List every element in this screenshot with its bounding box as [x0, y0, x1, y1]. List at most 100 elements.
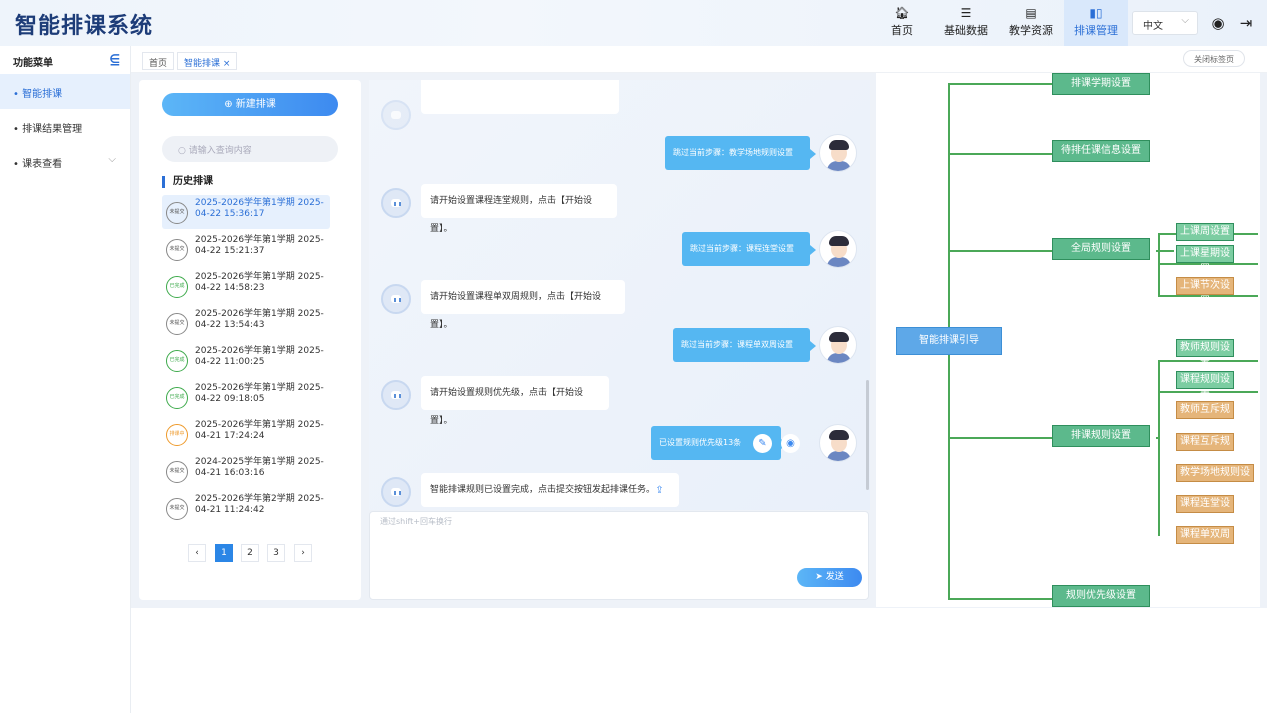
message-text: 跳过当前步骤：教学场地规则设置: [673, 148, 793, 157]
nav-label: 首页: [891, 24, 913, 37]
user-avatar: [819, 326, 857, 364]
status-badge: 未提交: [166, 202, 188, 224]
mindmap-leaf[interactable]: 教师规则设置: [1176, 339, 1234, 369]
language-value: 中文: [1143, 21, 1163, 32]
mindmap-leaf[interactable]: 上课星期设置: [1176, 245, 1234, 275]
status-badge: 已完成: [166, 350, 188, 372]
sidebar-item-result-management[interactable]: • 排课结果管理: [0, 109, 130, 144]
chat-bubble-partial: [421, 80, 619, 114]
mindmap-leaf[interactable]: 课程规则设置: [1176, 371, 1234, 401]
history-item[interactable]: 未提交 2025-2026学年第1学期 2025-04-22 15:21:37: [162, 232, 330, 266]
user-message: 跳过当前步骤：教学场地规则设置: [665, 136, 816, 170]
message-text: 跳过当前步骤：课程连堂设置: [690, 244, 794, 253]
mindmap-leaf[interactable]: 教师互斥规则: [1176, 401, 1234, 431]
send-button[interactable]: ➤ 发送: [797, 568, 862, 587]
bot-avatar-partial: [381, 100, 411, 130]
chat-area: 跳过当前步骤：教学场地规则设置请开始设置课程连堂规则，点击【开始设置】。跳过当前…: [369, 80, 870, 510]
user-message: 跳过当前步骤：课程单双周设置: [673, 328, 816, 362]
nav-label: 教学资源: [1009, 24, 1053, 37]
history-item-text: 2025-2026学年第1学期 2025-04-22 13:54:43: [195, 309, 324, 330]
bot-avatar: [381, 380, 411, 410]
mindmap-leaf[interactable]: 课程连堂设置: [1176, 495, 1234, 525]
user-avatar: [819, 424, 857, 462]
mindmap-root[interactable]: 智能排课引导: [896, 327, 1002, 355]
message-text: 请开始设置课程连堂规则，点击【开始设置】。: [430, 196, 593, 234]
mindmap-leaf[interactable]: 教学场地规则设置: [1176, 464, 1254, 494]
status-badge: 未提交: [166, 313, 188, 335]
send-label: 发送: [825, 572, 844, 582]
close-tabs-button[interactable]: 关闭标签页: [1183, 50, 1245, 67]
sidebar-item-timetable-view[interactable]: • 课表查看⌵: [0, 144, 130, 179]
mindmap-branch[interactable]: 规则优先级设置: [1052, 585, 1150, 607]
chevron-down-icon: ⌵: [1181, 15, 1189, 26]
chat-input[interactable]: 通过shift+回车换行: [369, 511, 869, 600]
nav-schedule-management[interactable]: ▮▯排课管理: [1064, 0, 1128, 46]
next-page-button[interactable]: ›: [294, 544, 312, 562]
message-text: 跳过当前步骤：课程单双周设置: [681, 340, 793, 349]
nav-home[interactable]: 🏠︎ 首页: [884, 0, 920, 46]
chat-scrollbar[interactable]: [866, 380, 869, 490]
history-item-text: 2025-2026学年第1学期 2025-04-22 14:58:23: [195, 272, 324, 293]
history-item-text: 2025-2026学年第1学期 2025-04-21 17:24:24: [195, 420, 324, 441]
mindmap-branch[interactable]: 全局规则设置: [1052, 238, 1150, 260]
logout-icon[interactable]: ⇥: [1239, 14, 1253, 32]
page-button[interactable]: 1: [215, 544, 233, 562]
status-badge: 排课中: [166, 424, 188, 446]
book-icon: ▤: [1025, 6, 1037, 20]
nav-teaching-resources[interactable]: ▤ 教学资源: [1005, 0, 1057, 46]
sidebar-item-smart-schedule[interactable]: • 智能排课: [0, 74, 130, 109]
mindmap-branch[interactable]: 排课规则设置: [1052, 425, 1150, 447]
status-badge: 未提交: [166, 498, 188, 520]
sidebar-title: 功能菜单: [13, 58, 53, 69]
page-button[interactable]: 2: [241, 544, 259, 562]
page-button[interactable]: 3: [267, 544, 285, 562]
search-input[interactable]: ○ 请输入查询内容: [162, 136, 338, 162]
bot-message: 请开始设置课程连堂规则，点击【开始设置】。: [421, 184, 617, 234]
send-icon: ➤: [815, 572, 826, 582]
tab-smart-schedule[interactable]: 智能排课 ×: [177, 52, 238, 70]
history-item-text: 2024-2025学年第1学期 2025-04-21 16:03:16: [195, 457, 324, 478]
mindmap-leaf[interactable]: 上课周设置: [1176, 223, 1234, 241]
prev-page-button[interactable]: ‹: [188, 544, 206, 562]
sidebar-item-label: • 智能排课: [13, 89, 63, 100]
mindmap-leaf[interactable]: 课程单双周设置: [1176, 526, 1234, 556]
bot-message: 请开始设置课程单双周规则，点击【开始设置】。: [421, 280, 625, 330]
history-title: 历史排课: [162, 176, 213, 188]
nav-basic-data[interactable]: ☰基础数据: [942, 0, 990, 46]
edit-icon[interactable]: ✎: [753, 434, 772, 453]
status-badge: 未提交: [166, 239, 188, 261]
sidebar: 功能菜单 ⋸ • 智能排课 • 排课结果管理 • 课表查看⌵: [0, 46, 131, 713]
history-item[interactable]: 排课中 2025-2026学年第1学期 2025-04-21 17:24:24: [162, 417, 330, 451]
mindmap-branch[interactable]: 待排任课信息设置: [1052, 140, 1150, 162]
bot-message: 智能排课规则已设置完成，点击提交按钮发起排课任务。: [421, 473, 679, 507]
submit-icon[interactable]: ⇪: [650, 481, 669, 500]
message-text: 请开始设置课程单双周规则，点击【开始设置】。: [430, 292, 602, 330]
history-item-text: 2025-2026学年第1学期 2025-04-22 09:18:05: [195, 383, 324, 404]
search-placeholder: 请输入查询内容: [188, 146, 252, 156]
mindmap-panel: 智能排课引导 排课学期设置待排任课信息设置全局规则设置排课规则设置规则优先级设置 上…: [876, 73, 1260, 607]
home-icon: 🏠︎: [894, 6, 910, 20]
schedule-icon: ▮▯: [1089, 6, 1103, 20]
bot-avatar: [381, 284, 411, 314]
collapse-menu-icon[interactable]: ⋸: [109, 52, 120, 66]
new-schedule-button[interactable]: ⊕ 新建排课: [162, 93, 338, 116]
language-select[interactable]: 中文 ⌵: [1132, 11, 1198, 35]
user-icon[interactable]: ◉: [1211, 14, 1225, 32]
tab-home[interactable]: 首页: [142, 52, 175, 70]
history-item[interactable]: 未提交 2025-2026学年第1学期 2025-04-22 13:54:43: [162, 306, 330, 340]
message-text: 智能排课规则已设置完成，点击提交按钮发起排课任务。: [430, 485, 656, 495]
history-item-text: 2025-2026学年第1学期 2025-04-22 15:21:37: [195, 235, 324, 256]
mindmap-leaf[interactable]: 上课节次设置: [1176, 277, 1234, 307]
view-icon[interactable]: ◉: [781, 434, 800, 453]
mindmap-leaf[interactable]: 课程互斥规则: [1176, 433, 1234, 463]
list-icon: ☰: [960, 6, 972, 20]
mindmap-branch[interactable]: 排课学期设置: [1052, 73, 1150, 95]
user-avatar: [819, 230, 857, 268]
bot-message: 请开始设置规则优先级，点击【开始设置】。: [421, 376, 609, 426]
